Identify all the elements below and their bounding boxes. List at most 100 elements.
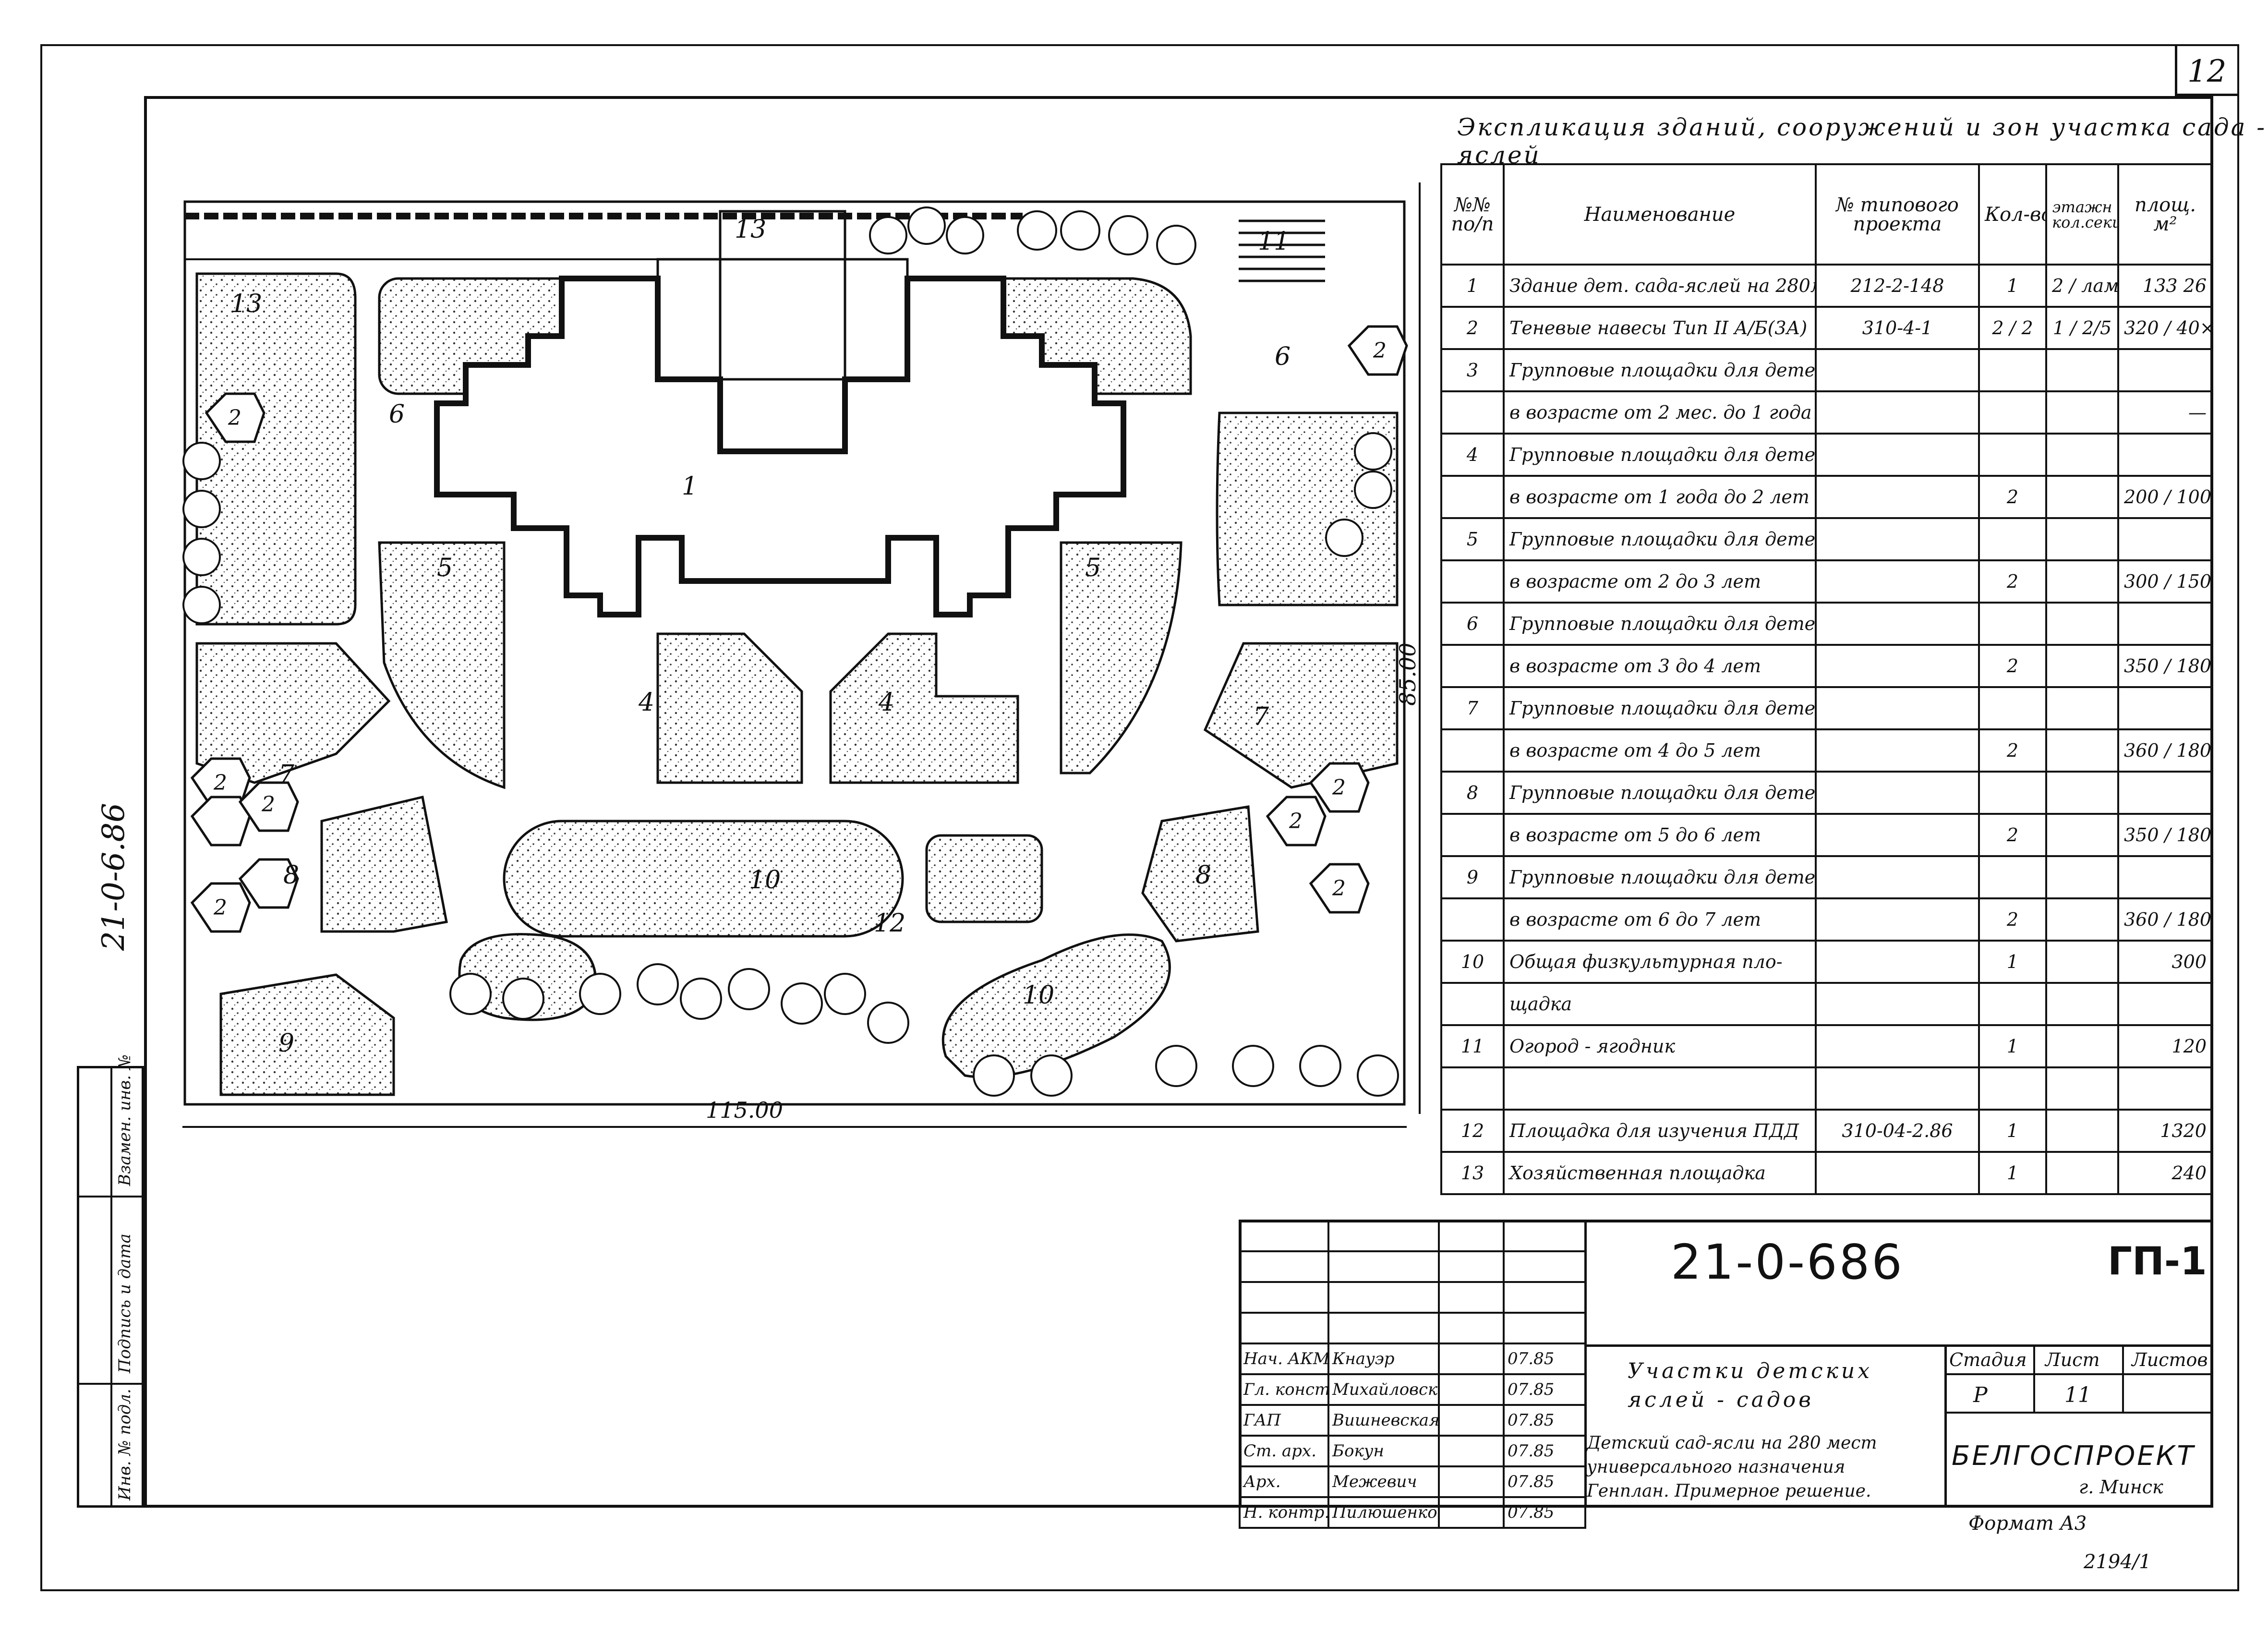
table-cell-qty bbox=[1978, 348, 2047, 392]
table-cell-project bbox=[1815, 686, 1980, 730]
staff-empty-row bbox=[1239, 1220, 1586, 1252]
table-cell-qty bbox=[1978, 390, 2047, 435]
plan-zone-label: 4 bbox=[878, 688, 894, 717]
table-cell-qty: 1 bbox=[1978, 940, 2047, 984]
table-cell-floors bbox=[2045, 348, 2119, 392]
staff-date: 07.85 bbox=[1503, 1496, 1586, 1529]
table-cell-area: 320 / 40×8 bbox=[2117, 306, 2213, 350]
plan-zone-label: 8 bbox=[283, 861, 299, 890]
table-cell-qty bbox=[1978, 771, 2047, 815]
table-cell-area: 300 bbox=[2117, 940, 2213, 984]
staff-role: ГАП bbox=[1239, 1404, 1329, 1437]
table-cell-name: Огород - ягодник bbox=[1503, 1024, 1817, 1068]
table-cell-area: 240 bbox=[2117, 1151, 2213, 1195]
title-block-divider bbox=[1584, 1344, 2213, 1347]
staff-signature bbox=[1438, 1404, 1505, 1437]
staff-signature bbox=[1438, 1435, 1505, 1467]
staff-signature bbox=[1438, 1373, 1505, 1406]
table-cell-qty: 1 bbox=[1978, 1151, 2047, 1195]
outer-frame bbox=[40, 44, 2239, 1591]
table-cell-name: Групповые площадки для детей bbox=[1503, 771, 1817, 815]
table-cell-project bbox=[1815, 771, 1980, 815]
side-stamp-sign: Подпись и дата bbox=[115, 1234, 134, 1373]
project-title-3: Генплан. Примерное решение. bbox=[1587, 1481, 1871, 1501]
staff-date: 07.85 bbox=[1503, 1435, 1586, 1467]
staff-role: Ст. арх. bbox=[1239, 1435, 1329, 1467]
plan-zone-label: 9 bbox=[278, 1029, 294, 1058]
table-cell-floors: 1 / 2/5 bbox=[2045, 306, 2119, 350]
staff-row: Гл. констр.Михайловский07.85 bbox=[1239, 1373, 1586, 1406]
table-cell-floors bbox=[2045, 433, 2119, 477]
table-cell-qty: 1 bbox=[1978, 1109, 2047, 1153]
explication-title: Экспликация зданий, сооружений и зон уча… bbox=[1457, 113, 2267, 169]
table-cell-project bbox=[1815, 855, 1980, 899]
table-cell-name: в возрасте от 2 до 3 лет bbox=[1503, 559, 1817, 604]
table-cell-name: Групповые площадки для детей bbox=[1503, 686, 1817, 730]
header-floors: этажн кол.секц bbox=[2045, 163, 2119, 266]
title-sheet-code: ГП-1 bbox=[2108, 1239, 2207, 1283]
table-cell-project bbox=[1815, 1066, 1980, 1111]
table-cell-qty bbox=[1978, 855, 2047, 899]
table-cell-num: 7 bbox=[1440, 686, 1505, 730]
table-cell-area bbox=[2117, 686, 2213, 730]
table-cell-project bbox=[1815, 982, 1980, 1026]
table-cell-project bbox=[1815, 390, 1980, 435]
title-block-divider bbox=[1584, 1220, 1587, 1508]
table-cell-name: Групповые площадки для детей bbox=[1503, 348, 1817, 392]
table-cell-num: 8 bbox=[1440, 771, 1505, 815]
table-cell-qty: 2 bbox=[1978, 559, 2047, 604]
width-dimension: 115.00 bbox=[706, 1097, 783, 1123]
table-cell-area: 133 26 bbox=[2117, 264, 2213, 308]
staff-role: Нач. АКМ-4 bbox=[1239, 1343, 1329, 1375]
table-cell-area bbox=[2117, 602, 2213, 646]
height-dimension-line bbox=[1419, 182, 1421, 1114]
header-project: № типового проекта bbox=[1815, 163, 1980, 266]
table-cell-name: Групповые площадки для детей bbox=[1503, 517, 1817, 561]
table-cell-qty: 2 / 2 bbox=[1978, 306, 2047, 350]
table-cell-qty: 2 bbox=[1978, 475, 2047, 519]
plan-zone-label: 10 bbox=[749, 866, 781, 895]
table-cell-name: Площадка для изучения ПДД bbox=[1503, 1109, 1817, 1153]
table-cell-floors bbox=[2045, 644, 2119, 688]
paper-format: Формат А3 bbox=[1968, 1512, 2087, 1535]
table-cell-qty bbox=[1978, 433, 2047, 477]
table-cell-qty bbox=[1978, 602, 2047, 646]
table-cell-name: в возрасте от 1 года до 2 лет bbox=[1503, 475, 1817, 519]
table-cell-qty: 2 bbox=[1978, 813, 2047, 857]
table-cell-name bbox=[1503, 1066, 1817, 1111]
sheet-number-box bbox=[2175, 44, 2239, 96]
garden-beds bbox=[1239, 219, 1325, 282]
staff-name: Бокун bbox=[1327, 1435, 1440, 1467]
staff-date: 07.85 bbox=[1503, 1343, 1586, 1375]
title-block-divider bbox=[2033, 1344, 2035, 1412]
table-cell-name: Групповые площадки для детей bbox=[1503, 602, 1817, 646]
plan-zone-label: 4 bbox=[638, 688, 654, 717]
table-cell-qty: 2 bbox=[1978, 897, 2047, 942]
staff-name: Пилюшенко bbox=[1327, 1496, 1440, 1529]
table-cell-project: 212-2-148 bbox=[1815, 264, 1980, 308]
stage-value: Р bbox=[1973, 1383, 1988, 1407]
table-cell-num bbox=[1440, 559, 1505, 604]
header-area: площ. м² bbox=[2117, 163, 2213, 266]
table-cell-name: Групповые площадки для детей bbox=[1503, 433, 1817, 477]
table-cell-area bbox=[2117, 348, 2213, 392]
header-name: Наименование bbox=[1503, 163, 1817, 266]
table-cell-floors bbox=[2045, 1024, 2119, 1068]
table-cell-qty: 2 bbox=[1978, 728, 2047, 773]
table-cell-name: в возрасте от 6 до 7 лет bbox=[1503, 897, 1817, 942]
table-cell-name: Общая физкультурная пло- bbox=[1503, 940, 1817, 984]
